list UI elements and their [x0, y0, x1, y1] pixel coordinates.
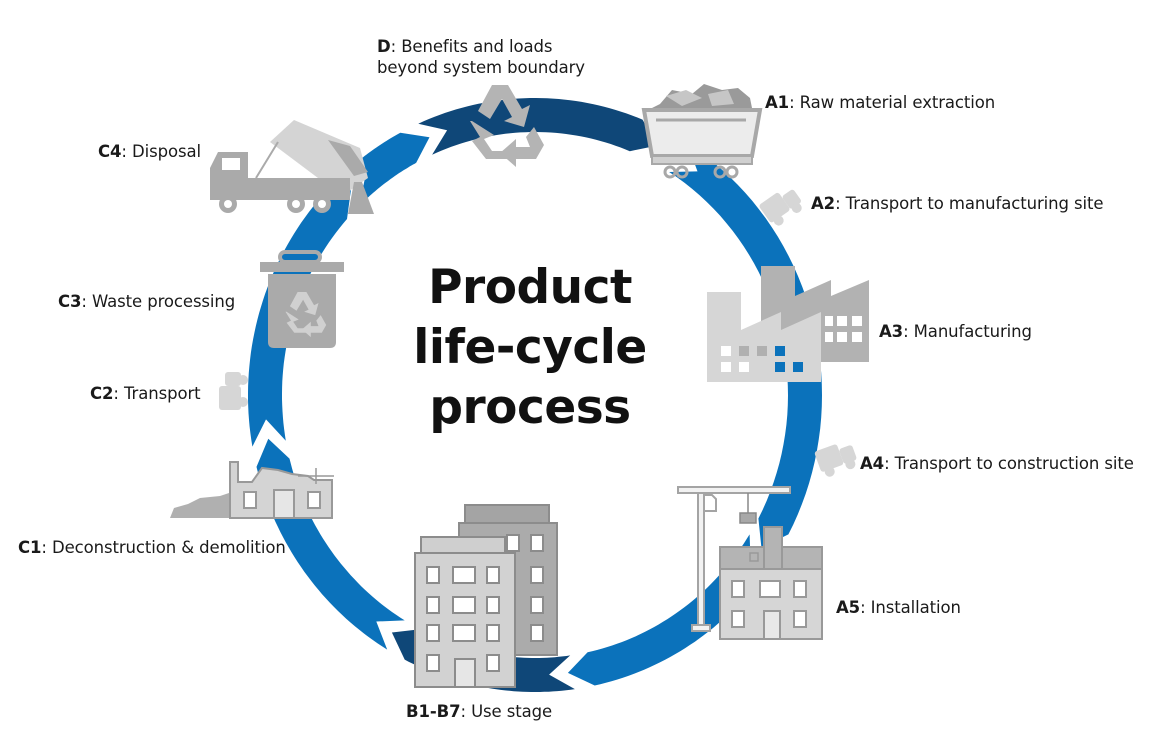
diagram-title: Product life-cycle process [385, 258, 675, 438]
stage-label-d: D: Benefits and loads beyond system boun… [377, 36, 585, 78]
title-line: life-cycle [413, 320, 647, 375]
recycle-icon [470, 85, 544, 167]
stage-code: C3 [58, 292, 82, 311]
stage-code: C1 [18, 538, 42, 557]
apartment-buildings-icon [414, 504, 558, 688]
stage-label-a3: A3: Manufacturing [879, 321, 1032, 342]
stage-code: C2 [90, 384, 114, 403]
stage-code: A4 [860, 454, 885, 473]
stage-label-c2: C2: Transport [90, 383, 201, 404]
stage-code: D [377, 37, 391, 56]
stage-label-c4: C4: Disposal [98, 141, 201, 162]
stage-text: : Transport to construction site [884, 454, 1134, 473]
stage-code: C4 [98, 142, 122, 161]
stage-text: : Waste processing [81, 292, 236, 311]
stage-label-a5: A5: Installation [836, 597, 961, 618]
stage-code: A5 [836, 598, 861, 617]
stage-label-a4: A4: Transport to construction site [860, 453, 1134, 474]
ring-arrow-segment [669, 143, 822, 548]
stage-text: : Deconstruction & demolition [41, 538, 286, 557]
mine-cart-icon [641, 84, 763, 179]
stage-text: : Manufacturing [903, 322, 1032, 341]
dump-truck-icon [210, 120, 374, 214]
ring-arrow-segment [335, 132, 430, 206]
truck-icon [759, 189, 802, 226]
stage-code: B1-B7 [406, 702, 461, 721]
stage-text: : Transport [113, 384, 201, 403]
stage-code: A3 [879, 322, 904, 341]
stage-text: : Disposal [121, 142, 201, 161]
ring-arrow-segment [248, 190, 351, 447]
stage-text: : Benefits and loads [390, 37, 553, 56]
stage-text: beyond system boundary [377, 58, 585, 77]
stage-text: : Raw material extraction [789, 93, 996, 112]
truck-icon [814, 444, 857, 477]
demolished-house-icon [170, 461, 334, 519]
stage-text: : Use stage [460, 702, 553, 721]
ring-arrow-segment [418, 98, 658, 155]
stage-text: : Transport to manufacturing site [835, 194, 1104, 213]
stage-label-a2: A2: Transport to manufacturing site [811, 193, 1104, 214]
stage-label-b: B1-B7: Use stage [406, 701, 552, 722]
truck-icon [219, 372, 248, 410]
crane-building-icon [677, 486, 823, 640]
stage-code: A2 [811, 194, 836, 213]
recycling-bin-icon [260, 250, 344, 348]
stage-label-c3: C3: Waste processing [58, 291, 235, 312]
stage-label-a1: A1: Raw material extraction [765, 92, 995, 113]
title-line: Product [428, 260, 632, 315]
stage-code: A1 [765, 93, 790, 112]
stage-label-c1: C1: Deconstruction & demolition [18, 537, 286, 558]
title-line: process [429, 380, 631, 435]
stage-text: : Installation [860, 598, 961, 617]
factory-icon [707, 266, 869, 382]
